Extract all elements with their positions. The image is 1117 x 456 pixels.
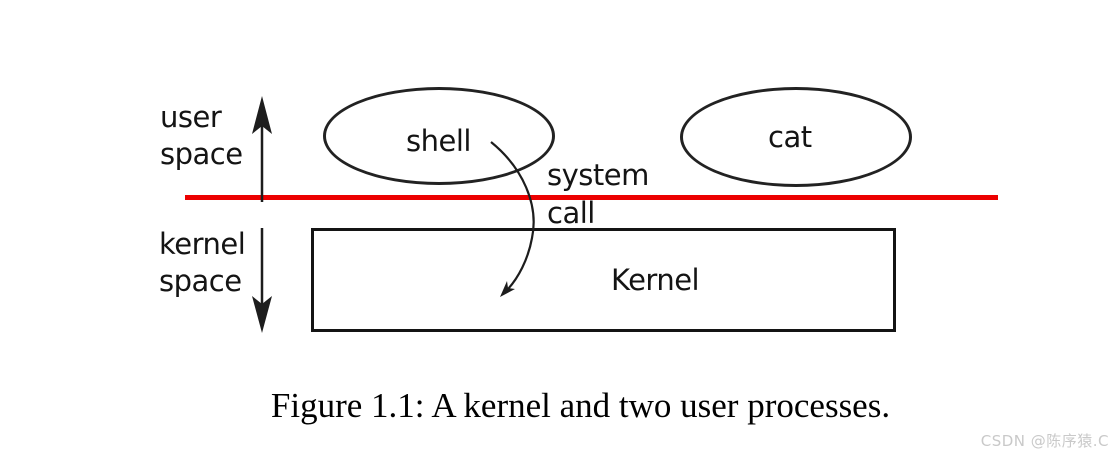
user-space-label: user space bbox=[160, 100, 243, 171]
user-space-up-arrow-icon bbox=[252, 96, 272, 202]
system-call-curved-arrow-icon bbox=[490, 141, 535, 297]
watermark: CSDN @陈序猿.C bbox=[980, 432, 1109, 450]
kernel-space-down-arrow-icon bbox=[252, 228, 272, 333]
system-call-label-line2: call bbox=[547, 196, 595, 230]
cat-process-ellipse bbox=[680, 87, 912, 187]
user-kernel-separator-line bbox=[185, 195, 998, 200]
kernel-box bbox=[311, 228, 896, 332]
figure-caption: Figure 1.1: A kernel and two user proces… bbox=[270, 386, 891, 425]
kernel-space-label: kernel space bbox=[159, 227, 246, 298]
shell-process-label: shell bbox=[406, 124, 471, 158]
shell-process-ellipse bbox=[323, 87, 555, 185]
system-call-label-line1: system bbox=[547, 158, 649, 192]
cat-process-label: cat bbox=[768, 120, 812, 154]
kernel-label: Kernel bbox=[611, 263, 700, 297]
